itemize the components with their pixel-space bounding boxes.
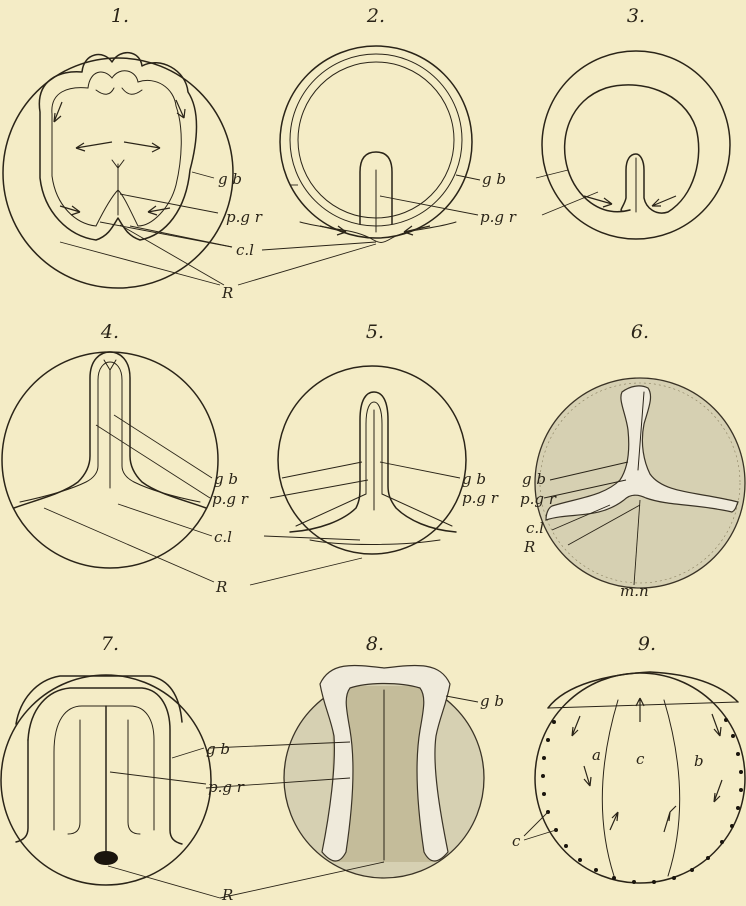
figure-1 [3, 53, 233, 288]
figure-4 [2, 352, 218, 582]
label-pgr-2: p.g r [480, 208, 517, 226]
label-R-bottom: R [221, 886, 233, 904]
figure-number-9: 9. [638, 633, 656, 655]
figure-5 [250, 366, 466, 585]
label-pgr-4: p.g r [212, 490, 249, 508]
figure-9 [524, 672, 745, 884]
label-gb-1: g b [218, 170, 242, 188]
figure-number-1: 1. [111, 5, 129, 27]
label-R-4: R [215, 578, 227, 596]
figure-number-7: 7. [101, 633, 119, 655]
label-b: b [694, 752, 704, 770]
label-c-rim: c [512, 832, 521, 850]
label-cl-6: c.l [526, 519, 544, 537]
label-gb-5: g b [462, 470, 486, 488]
label-gb-7: g b [206, 740, 230, 758]
figure-number-8: 8. [366, 633, 384, 655]
label-pgr-1: p.g r [226, 208, 263, 226]
label-R-top: R [221, 284, 233, 302]
label-a: a [592, 746, 601, 764]
figure-3 [536, 51, 730, 239]
label-cl-4: c.l [214, 528, 232, 546]
figure-7 [1, 675, 220, 898]
label-R-6: R [523, 538, 535, 556]
figure-number-6: 6. [631, 321, 649, 343]
figure-number-2: 2. [366, 5, 385, 27]
label-pgr-6: p.g r [520, 490, 557, 508]
figure-8 [206, 665, 484, 898]
label-mn: m.n [620, 582, 649, 600]
figure-number-4: 4. [100, 321, 119, 343]
figure-6 [535, 378, 745, 588]
label-gb-8: g b [480, 692, 504, 710]
label-pgr-7: p.g r [208, 778, 245, 796]
figure-number-5: 5. [366, 321, 384, 343]
figure-2 [238, 46, 480, 285]
label-gb-2: g b [482, 170, 506, 188]
label-cl-top: c.l [236, 241, 254, 259]
label-gb-6: g b [522, 470, 546, 488]
label-c-inner: c [636, 750, 645, 768]
rim-dots [541, 718, 743, 884]
label-gb-4: g b [214, 470, 238, 488]
figure-number-3: 3. [627, 5, 645, 27]
label-pgr-5: p.g r [462, 489, 499, 507]
